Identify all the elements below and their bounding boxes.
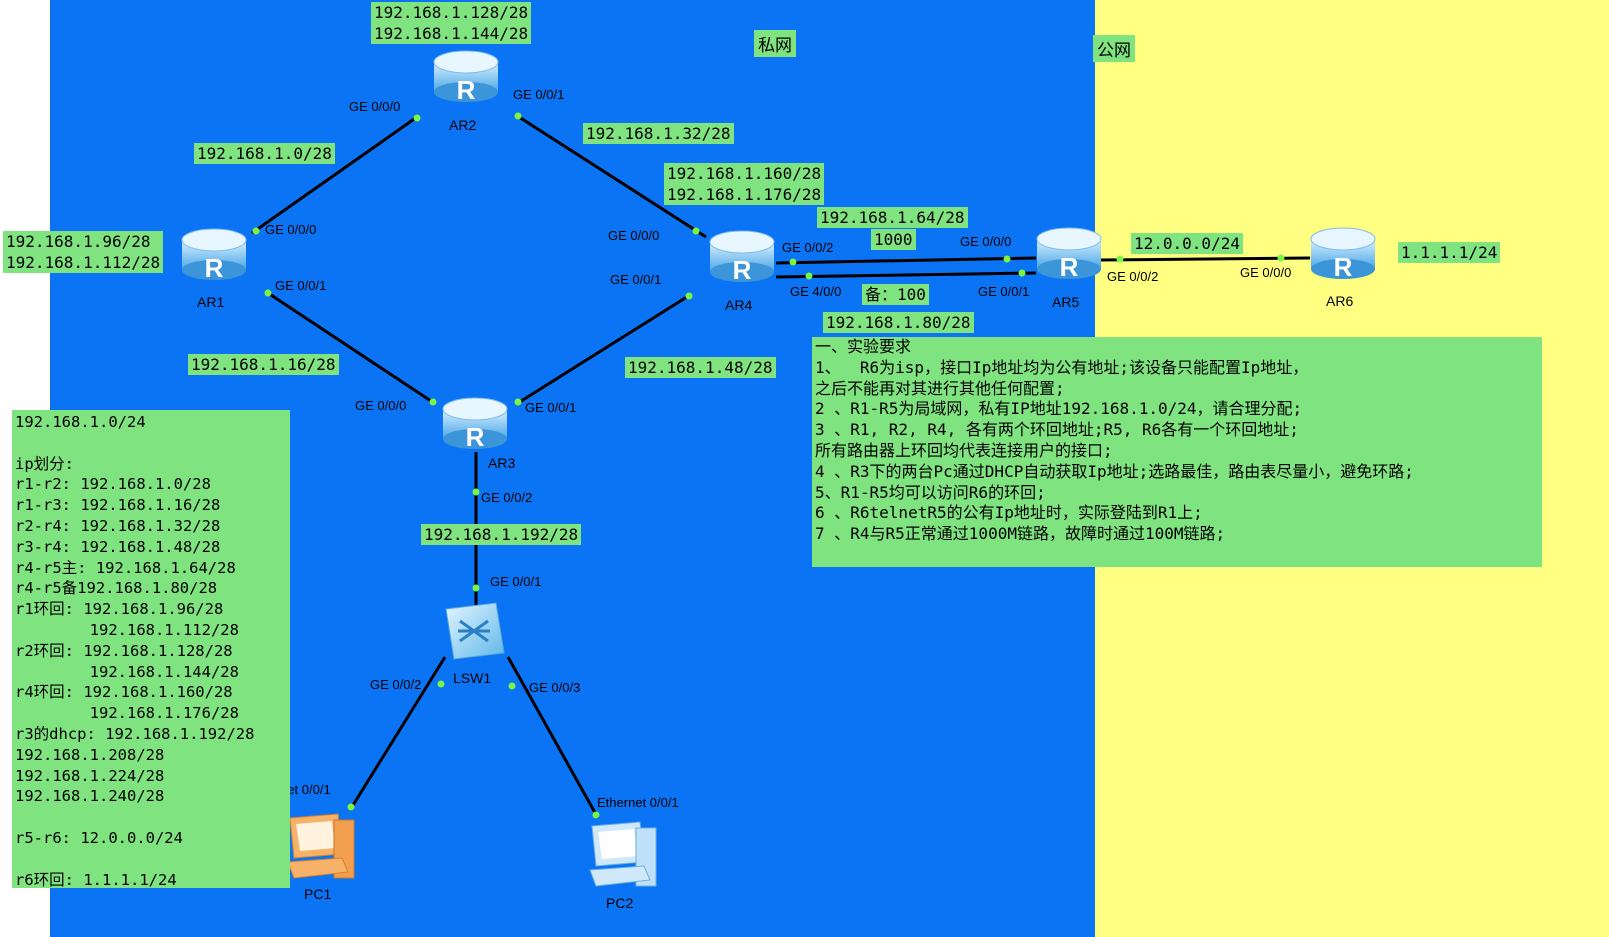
router-icon: R: [181, 228, 247, 283]
port-label: GE 0/0/1: [525, 400, 577, 415]
port-label: GE 0/0/0: [349, 99, 401, 114]
device-label-lsw1: LSW1: [453, 670, 492, 686]
bandwidth-label-main: 1000: [871, 229, 916, 250]
port-label: GE 0/0/3: [529, 680, 581, 695]
port-dot: [805, 272, 813, 280]
port-dot: [508, 682, 516, 690]
subnet-label-r2-r4: 192.168.1.32/28: [583, 123, 734, 144]
link-ar1-ar2: [251, 115, 418, 235]
device-label-ar5: AR5: [1052, 294, 1080, 310]
port-dot: [472, 488, 480, 496]
requirements-note: 一、实验要求 1、 R6为isp，接口Ip地址均为公有地址;该设备只能配置Ip地…: [812, 337, 1542, 567]
port-dot: [413, 114, 421, 122]
svg-text:R: R: [466, 422, 485, 452]
svg-text:R: R: [733, 255, 752, 285]
device-label-pc2: PC2: [606, 895, 634, 911]
router-icon: R: [442, 397, 508, 452]
port-dot: [592, 811, 600, 819]
link-ar4-ar5-main: [775, 256, 1037, 265]
port-dot: [1003, 255, 1011, 263]
port-label: GE 0/0/0: [960, 234, 1012, 249]
port-label: GE 0/0/1: [513, 87, 565, 102]
pc-icon: [589, 821, 657, 887]
port-dot: [685, 292, 693, 300]
port-dot: [429, 398, 437, 406]
router-icon: R: [1036, 227, 1102, 282]
port-dot: [692, 227, 700, 235]
router-icon: R: [709, 230, 775, 285]
link-lsw1-pc2: [506, 656, 600, 819]
subnet-label-ar2-loopback: 192.168.1.128/28 192.168.1.144/28: [371, 2, 532, 44]
private-zone-label: 私网: [754, 30, 796, 57]
port-label: GE 0/0/2: [1107, 269, 1159, 284]
svg-text:R: R: [1334, 252, 1353, 282]
pc-icon: [287, 813, 355, 879]
router-icon: R: [433, 50, 499, 105]
port-dot: [1018, 269, 1026, 277]
link-ar4-ar5-backup: [775, 271, 1037, 279]
router-icon: R: [1310, 227, 1376, 282]
port-dot: [1277, 254, 1285, 262]
port-dot: [437, 680, 445, 688]
port-label: GE 0/0/0: [1240, 265, 1292, 280]
port-dot: [789, 258, 797, 266]
port-label: GE 4/0/0: [790, 284, 842, 299]
port-label: GE 0/0/1: [978, 284, 1030, 299]
device-label-ar4: AR4: [725, 297, 753, 313]
port-dot: [472, 584, 480, 592]
link-ar3-ar4: [517, 293, 691, 405]
subnet-label-r1-r3: 192.168.1.16/28: [188, 354, 339, 375]
subnet-label-r3-dhcp: 192.168.1.192/28: [421, 524, 582, 545]
port-dot: [514, 398, 522, 406]
port-label: GE 0/0/2: [782, 240, 834, 255]
subnet-label-ar4-loopback: 192.168.1.160/28 192.168.1.176/28: [664, 163, 825, 205]
device-label-pc1: PC1: [304, 886, 332, 902]
subnet-label-ar6-loopback: 1.1.1.1/24: [1398, 242, 1501, 263]
port-label: GE 0/0/2: [481, 490, 533, 505]
port-label: GE 0/0/0: [265, 222, 317, 237]
port-dot: [1116, 255, 1124, 263]
port-dot: [252, 227, 260, 235]
public-zone-label: 公网: [1093, 35, 1135, 62]
port-dot: [347, 803, 355, 811]
svg-text:R: R: [457, 75, 476, 105]
switch-icon: [445, 602, 505, 660]
device-label-ar3: AR3: [488, 455, 516, 471]
subnet-label-r4-r5-main: 192.168.1.64/28: [817, 207, 968, 228]
subnet-label-r4-r5-backup: 192.168.1.80/28: [823, 312, 974, 333]
device-label-ar1: AR1: [197, 294, 225, 310]
port-dot: [264, 289, 272, 297]
port-label: GE 0/0/1: [610, 272, 662, 287]
subnet-label-r3-r4: 192.168.1.48/28: [625, 357, 776, 378]
port-label: GE 0/0/0: [608, 228, 660, 243]
subnet-label-r5-r6: 12.0.0.0/24: [1131, 233, 1243, 254]
ip-plan-note: 192.168.1.0/24 ip划分: r1-r2: 192.168.1.0/…: [12, 410, 290, 889]
subnet-label-ar1-loopback: 192.168.1.96/28 192.168.1.112/28: [3, 231, 164, 273]
svg-text:R: R: [205, 253, 224, 283]
subnet-label-r1-r2: 192.168.1.0/28: [194, 143, 335, 164]
link-ar2-ar4: [518, 115, 707, 239]
svg-text:R: R: [1060, 252, 1079, 282]
port-label: GE 0/0/0: [355, 398, 407, 413]
port-label: Ethernet 0/0/1: [597, 795, 679, 810]
link-ar1-ar3: [267, 291, 435, 405]
port-label: GE 0/0/1: [275, 278, 327, 293]
link-ar5-ar6: [1099, 256, 1311, 262]
link-lsw1-pc1: [348, 656, 447, 811]
port-label: GE 0/0/1: [490, 574, 542, 589]
device-label-ar2: AR2: [449, 117, 477, 133]
port-label: GE 0/0/2: [370, 677, 422, 692]
port-dot: [514, 112, 522, 120]
bandwidth-label-backup: 备：100: [862, 284, 929, 305]
device-label-ar6: AR6: [1326, 293, 1354, 309]
